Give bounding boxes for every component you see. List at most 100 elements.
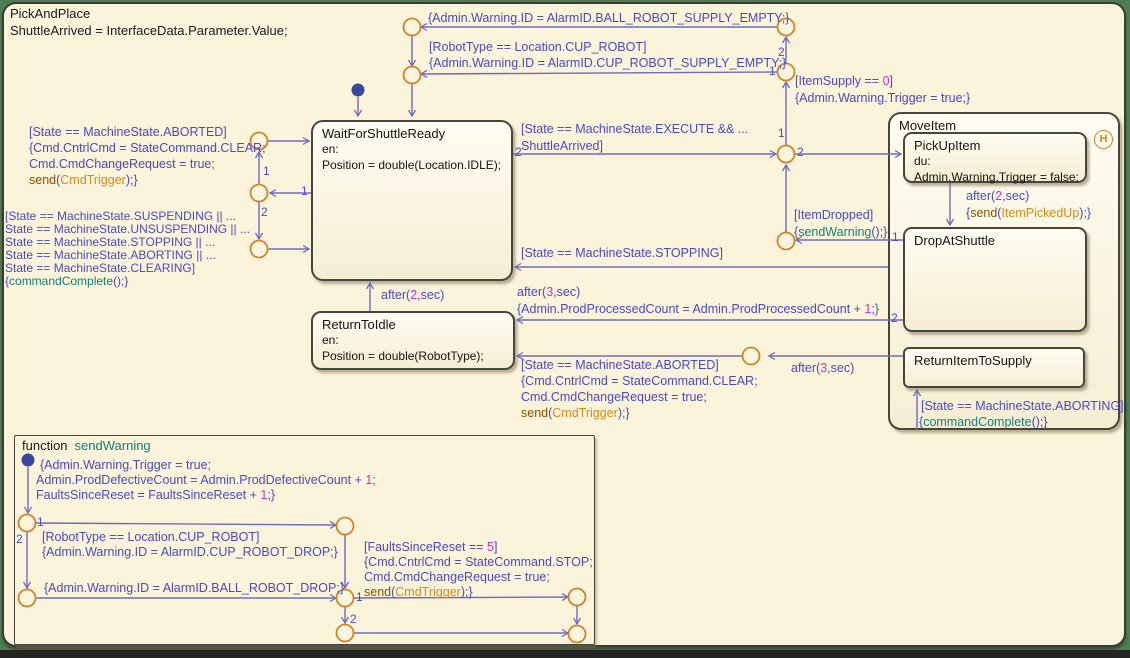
transition-label[interactable]: after(3,sec) bbox=[517, 285, 581, 299]
transition-order-number: 2 bbox=[515, 145, 522, 159]
transition-label[interactable]: send(CmdTrigger);} bbox=[521, 406, 630, 420]
connective-junction[interactable] bbox=[567, 587, 587, 607]
transition-label[interactable]: {commandComplete();} bbox=[5, 274, 129, 288]
state-title: DropAtShuttle bbox=[914, 233, 995, 248]
transition-label[interactable]: State == MachineState.ABORTING || ... bbox=[5, 248, 216, 262]
connective-junction[interactable] bbox=[335, 588, 355, 608]
transition-fn-cup-drop[interactable] bbox=[35, 520, 338, 530]
transition-label[interactable]: ShuttleArrived] bbox=[521, 139, 603, 153]
chart-default-action: ShuttleArrived = InterfaceData.Parameter… bbox=[10, 23, 288, 38]
history-junction-icon[interactable]: H bbox=[1094, 130, 1113, 149]
transition-label[interactable]: {Admin.Warning.ID = AlarmID.CUP_ROBOT_SU… bbox=[429, 56, 787, 70]
transition-label[interactable]: after(2,sec) bbox=[966, 189, 1030, 203]
transition-fn-faults-stop[interactable] bbox=[353, 592, 570, 602]
transition-label[interactable]: [FaultsSinceReset == 5] bbox=[364, 540, 498, 554]
transition-label[interactable]: Cmd.CmdChangeRequest = true; bbox=[29, 157, 215, 171]
initial-state-dot[interactable] bbox=[351, 83, 365, 97]
transition-label[interactable]: {Admin.Warning.Trigger = true;} bbox=[795, 91, 971, 105]
transition-label[interactable]: {Admin.Warning.ID = AlarmID.CUP_ROBOT_DR… bbox=[42, 545, 338, 559]
connective-junction[interactable] bbox=[17, 588, 37, 608]
connective-junction[interactable] bbox=[776, 17, 796, 37]
state-wait-for-shuttle-ready[interactable]: WaitForShuttleReady en: Position = doubl… bbox=[311, 120, 513, 281]
transition-label[interactable]: {Cmd.CntrlCmd = StateCommand.STOP; bbox=[364, 555, 593, 569]
connective-junction[interactable] bbox=[741, 346, 761, 366]
transition-order-number: 2 bbox=[778, 45, 785, 59]
connective-junction[interactable] bbox=[249, 131, 269, 151]
transition-label[interactable]: State == MachineState.UNSUSPENDING || ..… bbox=[5, 222, 250, 236]
transition-label[interactable]: {Admin.Warning.ID = AlarmID.BALL_ROBOT_S… bbox=[428, 11, 790, 25]
transition-label[interactable]: State == MachineState.CLEARING] bbox=[5, 261, 196, 275]
graphical-function-send-warning[interactable] bbox=[14, 435, 595, 645]
connective-junction[interactable] bbox=[567, 624, 587, 644]
transition-order-number: 2 bbox=[797, 145, 804, 159]
transition-label[interactable]: send(CmdTrigger);} bbox=[364, 585, 473, 599]
transition-label[interactable]: Cmd.CmdChangeRequest = true; bbox=[521, 390, 707, 404]
state-drop-at-shuttle[interactable]: DropAtShuttle bbox=[903, 227, 1087, 332]
transition-label[interactable]: [RobotType == Location.CUP_ROBOT] bbox=[429, 40, 647, 54]
state-action-line: du: bbox=[914, 154, 931, 168]
bottom-edge-bar bbox=[0, 650, 1130, 658]
state-return-item-to-supply[interactable]: ReturnItemToSupply bbox=[903, 347, 1085, 388]
transition-label[interactable]: [State == MachineState.ABORTED] bbox=[521, 358, 719, 372]
transition-label[interactable]: {Cmd.CntrlCmd = StateCommand.CLEAR; bbox=[29, 141, 266, 155]
connective-junction[interactable] bbox=[776, 144, 796, 164]
state-title: MoveItem bbox=[899, 118, 957, 133]
transition-label[interactable]: Admin.ProdDefectiveCount = Admin.ProdDef… bbox=[36, 473, 376, 487]
state-title: PickUpItem bbox=[914, 138, 981, 153]
transition-cup-supply-empty[interactable] bbox=[419, 69, 779, 79]
transition-order-number: 2 bbox=[350, 612, 357, 626]
state-title: WaitForShuttleReady bbox=[322, 126, 446, 141]
transition-label[interactable]: {Admin.ProdProcessedCount = Admin.ProdPr… bbox=[517, 302, 880, 316]
connective-junction[interactable] bbox=[402, 65, 422, 85]
transition-label[interactable]: State == MachineState.STOPPING || ... bbox=[5, 235, 216, 249]
transition-label[interactable]: [State == MachineState.SUSPENDING || ... bbox=[5, 209, 236, 223]
transition-label[interactable]: {sendWarning();} bbox=[794, 225, 888, 239]
connective-junction[interactable] bbox=[249, 239, 269, 259]
transition-label[interactable]: after(2,sec) bbox=[381, 288, 445, 302]
junctions[interactable] bbox=[17, 17, 796, 644]
transition-label[interactable]: {Cmd.CntrlCmd = StateCommand.CLEAR; bbox=[521, 374, 758, 388]
transition-order-number: 2 bbox=[16, 532, 23, 546]
connective-junction[interactable] bbox=[335, 516, 355, 536]
connective-junction[interactable] bbox=[335, 623, 355, 643]
state-return-to-idle[interactable]: ReturnToIdle en: Position = double(Robot… bbox=[311, 311, 515, 370]
state-action-line: Position = double(Location.IDLE); bbox=[322, 158, 502, 172]
connective-junction[interactable] bbox=[776, 231, 796, 251]
transition-label[interactable]: {commandComplete();} bbox=[919, 415, 1048, 429]
state-action-line: en: bbox=[322, 333, 339, 347]
state-action-line: Position = double(RobotType); bbox=[322, 349, 484, 363]
transition-label[interactable]: [State == MachineState.STOPPING] bbox=[521, 246, 723, 260]
transition-order-number: 1 bbox=[301, 184, 308, 198]
transition-label[interactable]: {send(ItemPickedUp);} bbox=[966, 206, 1092, 220]
state-pick-up-item[interactable]: PickUpItem du: Admin.Warning.Trigger = f… bbox=[903, 132, 1087, 184]
initial-state-dot-function[interactable] bbox=[21, 453, 35, 467]
transition-paths[interactable] bbox=[22, 22, 955, 638]
transition-label[interactable]: [State == MachineState.ABORTING] bbox=[921, 399, 1124, 413]
transition-label[interactable]: [State == MachineState.ABORTED] bbox=[29, 125, 227, 139]
connective-junction[interactable] bbox=[402, 17, 422, 37]
transition-label[interactable]: {Admin.Warning.ID = AlarmID.BALL_ROBOT_D… bbox=[44, 581, 344, 595]
state-title: ReturnItemToSupply bbox=[914, 353, 1032, 368]
transition-label[interactable]: [ItemSupply == 0] bbox=[795, 74, 893, 88]
transition-label[interactable]: [State == MachineState.EXECUTE && ... bbox=[521, 122, 749, 136]
transition-order-number: 1 bbox=[37, 515, 44, 529]
connective-junction[interactable] bbox=[776, 62, 796, 82]
function-name: sendWarning bbox=[74, 438, 151, 453]
connective-junction[interactable] bbox=[17, 513, 37, 533]
transition-label[interactable]: after(3,sec) bbox=[791, 361, 855, 375]
transition-order-number: 2 bbox=[261, 205, 268, 219]
state-title: ReturnToIdle bbox=[322, 317, 396, 332]
transition-label[interactable]: [ItemDropped] bbox=[794, 208, 874, 222]
connective-junction[interactable] bbox=[249, 183, 269, 203]
transition-order-number: 2 bbox=[891, 311, 898, 325]
state-action-line: Admin.Warning.Trigger = false; bbox=[914, 170, 1079, 184]
state-action-line: en: bbox=[322, 142, 339, 156]
transition-label[interactable]: send(CmdTrigger);} bbox=[29, 173, 138, 187]
transition-label[interactable]: FaultsSinceReset = FaultsSinceReset + 1;… bbox=[36, 488, 276, 502]
transition-label[interactable]: Cmd.CmdChangeRequest = true; bbox=[364, 570, 550, 584]
transition-label[interactable]: [RobotType == Location.CUP_ROBOT] bbox=[42, 530, 260, 544]
transition-label[interactable]: {Admin.Warning.Trigger = true; bbox=[40, 458, 212, 472]
